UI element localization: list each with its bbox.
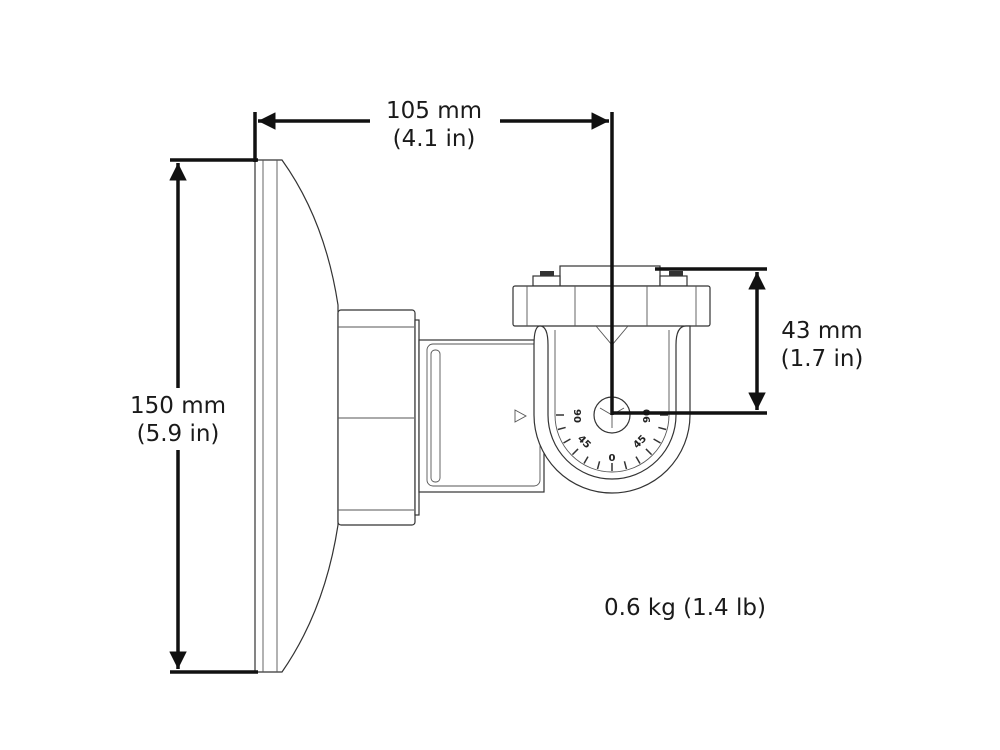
width-metric: 105 mm [386, 98, 482, 124]
width-imperial: (4.1 in) [393, 126, 476, 152]
dial-tick [635, 456, 641, 464]
offset-dimension: 43 mm (1.7 in) [612, 267, 864, 415]
dial-tick [653, 438, 661, 444]
dial-tick [583, 456, 589, 464]
arm-tube [418, 339, 545, 493]
height-metric: 150 mm [130, 393, 226, 419]
height-imperial: (5.9 in) [137, 421, 220, 447]
offset-imperial: (1.7 in) [781, 346, 864, 372]
dial-label-90-right: 90 [642, 409, 653, 423]
arrow-mark-icon [514, 409, 527, 423]
dial-label-45-right: 45 [631, 433, 649, 451]
dial-tick [658, 426, 667, 431]
dial-tick [596, 461, 601, 470]
dial-tick [563, 438, 571, 444]
dial-tick [623, 461, 628, 470]
dial-tick [571, 448, 579, 456]
screw-icon [540, 271, 554, 276]
dial-label-0: 0 [609, 453, 616, 464]
dial-label-90-left: 90 [571, 409, 582, 423]
weight-label: 0.6 kg (1.4 lb) [604, 595, 766, 621]
dial-label-45-left: 45 [575, 433, 593, 451]
dial-tick [645, 448, 653, 456]
width-dimension: 105 mm (4.1 in) [253, 98, 614, 415]
dial-ticks [556, 414, 668, 471]
wall-plate [254, 159, 339, 673]
height-dimension: 150 mm (5.9 in) [130, 158, 258, 674]
screw-icon [669, 271, 683, 276]
dial-tick [557, 426, 566, 431]
collar [337, 309, 420, 526]
offset-metric: 43 mm [781, 318, 862, 344]
